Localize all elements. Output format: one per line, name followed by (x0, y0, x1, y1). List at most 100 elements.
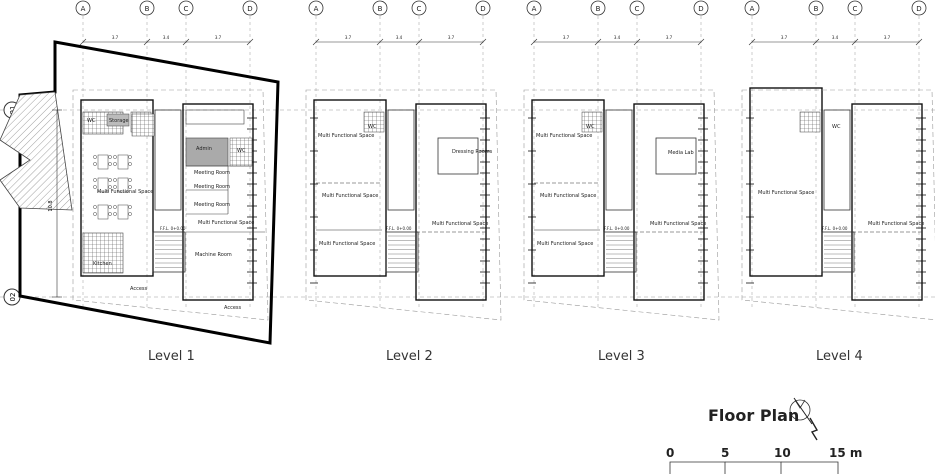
room-label: Multi Functional Space (322, 193, 378, 199)
chair (113, 155, 117, 159)
north-arrow-icon (789, 397, 819, 441)
chair (128, 205, 132, 209)
dimension-label: 3.7 (215, 35, 222, 40)
grid-column-label: B (145, 5, 150, 13)
room-label: Access (130, 286, 148, 292)
grid-bubble (242, 0, 258, 16)
scale-tick-label: 10 (774, 446, 791, 460)
chair (113, 205, 117, 209)
enclosed-room (655, 137, 697, 175)
grid-column-label: D (480, 5, 485, 13)
roof-outline (72, 89, 269, 321)
grid-row-label: 02 (9, 293, 17, 302)
right-volume-outline (633, 103, 705, 301)
chair (128, 178, 132, 182)
dimension-label: 3.4 (163, 35, 170, 40)
dimension-label: 3.4 (614, 35, 621, 40)
ffl-label: F.F.L. 0+0.00 (604, 226, 630, 231)
dimension-tick (812, 38, 820, 46)
dimension-tick (143, 38, 151, 46)
dimension-tick (748, 38, 756, 46)
table (97, 177, 109, 193)
grid-column-label: D (698, 5, 703, 13)
chair (113, 185, 117, 189)
grid-bubble (911, 0, 927, 16)
chair (108, 212, 112, 216)
room-label: Multi Functional Space (537, 241, 593, 247)
level-3-title: Level 3 (598, 349, 645, 364)
grid-bubble (847, 0, 863, 16)
chair (128, 185, 132, 189)
room-label: Multi Functional Space (198, 220, 254, 226)
level-1-title: Level 1 (148, 349, 195, 364)
dimension-label: 3.7 (884, 35, 891, 40)
stair-core (152, 231, 186, 273)
grid-bubble (590, 0, 606, 16)
room-label: WC (368, 124, 377, 130)
ffl-label: F.F.L. 0+0.00 (160, 226, 186, 231)
room-label: Access (224, 305, 242, 311)
chair (113, 212, 117, 216)
room-label: Multi Functional Space (650, 221, 706, 227)
room-label: Kitchen (93, 261, 112, 267)
dimension-tick (312, 38, 320, 46)
left-volume-outline (80, 99, 154, 277)
dimension-label: 3.7 (563, 35, 570, 40)
grid-column-label: A (81, 5, 86, 13)
grid-column-label: B (814, 5, 819, 13)
grid-column-label: B (378, 5, 383, 13)
grid-bubble (75, 0, 91, 16)
grid-bubble (629, 0, 645, 16)
scale-bar (669, 461, 839, 474)
grid-column-label: A (750, 5, 755, 13)
room-label: Meeting Room (194, 184, 230, 190)
grid-bubble (372, 0, 388, 16)
grid-column-label: A (532, 5, 537, 13)
room-label: Multi Functional Space (540, 193, 596, 199)
chair (108, 185, 112, 189)
grid-column-label: C (184, 5, 189, 13)
roof-outline (523, 89, 720, 321)
stair-core (385, 231, 419, 273)
dimension-tick (182, 38, 190, 46)
hatched-area (0, 91, 73, 211)
core-corridor (154, 109, 182, 211)
dimension-label: 3.7 (448, 35, 455, 40)
grid-bubble (744, 0, 760, 16)
room-label: WC (586, 124, 595, 130)
chair (108, 155, 112, 159)
depth-dimension (52, 109, 62, 298)
room-label: Multi Functional Space (97, 189, 153, 195)
chair (93, 185, 97, 189)
table (97, 204, 109, 220)
chair (108, 205, 112, 209)
room-label: WC (237, 148, 246, 154)
chair (93, 178, 97, 182)
dimension-label: 3.7 (345, 35, 352, 40)
grid-bubble (693, 0, 709, 16)
roof-outline (305, 89, 502, 321)
level-4-title: Level 4 (816, 349, 863, 364)
dimension-label: 3.4 (396, 35, 403, 40)
level-1-details (82, 109, 265, 274)
stair-core (821, 231, 855, 273)
dimension-tick (594, 38, 602, 46)
grid-bubble (178, 0, 194, 16)
room-label: Multi Functional Space (868, 221, 924, 227)
room-label: Machine Room (195, 252, 232, 258)
chair (128, 155, 132, 159)
core-corridor (387, 109, 415, 211)
right-volume-outline (415, 103, 487, 301)
dimension-tick (851, 38, 859, 46)
chair (93, 155, 97, 159)
grid-column-label: B (596, 5, 601, 13)
grid-bubble (808, 0, 824, 16)
room-label: Multi Functional Space (536, 133, 592, 139)
stair-core (603, 231, 637, 273)
room-label: Meeting Room (194, 202, 230, 208)
wc-tiles (799, 111, 821, 133)
core-corridor (823, 109, 851, 211)
left-volume-outline (313, 99, 387, 277)
